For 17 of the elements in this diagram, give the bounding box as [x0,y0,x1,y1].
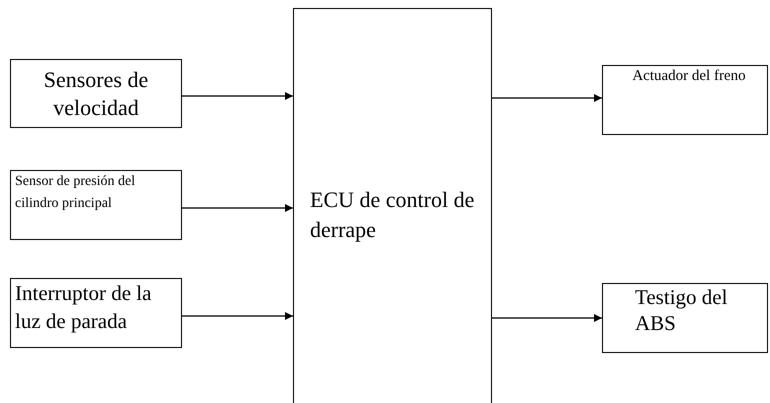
block-box [10,170,182,240]
block-box [10,278,182,348]
block-box [602,65,768,135]
arrow [492,314,602,322]
block-label: Interruptor de la luz de parada [15,280,152,335]
block-label: Sensor de presión del cilindro principal [15,173,136,213]
arrow [182,312,293,320]
block-label: ECU de control de derrape [310,186,476,244]
block-box [293,8,492,403]
block-box [10,59,182,128]
arrow [182,204,293,212]
block-label: Testigo del ABS [635,284,728,336]
block-label: Sensores de velocidad [42,66,150,122]
block-label: Actuador del freno [632,67,746,86]
block-box [602,283,768,353]
arrow [182,92,293,100]
arrow [492,94,602,102]
